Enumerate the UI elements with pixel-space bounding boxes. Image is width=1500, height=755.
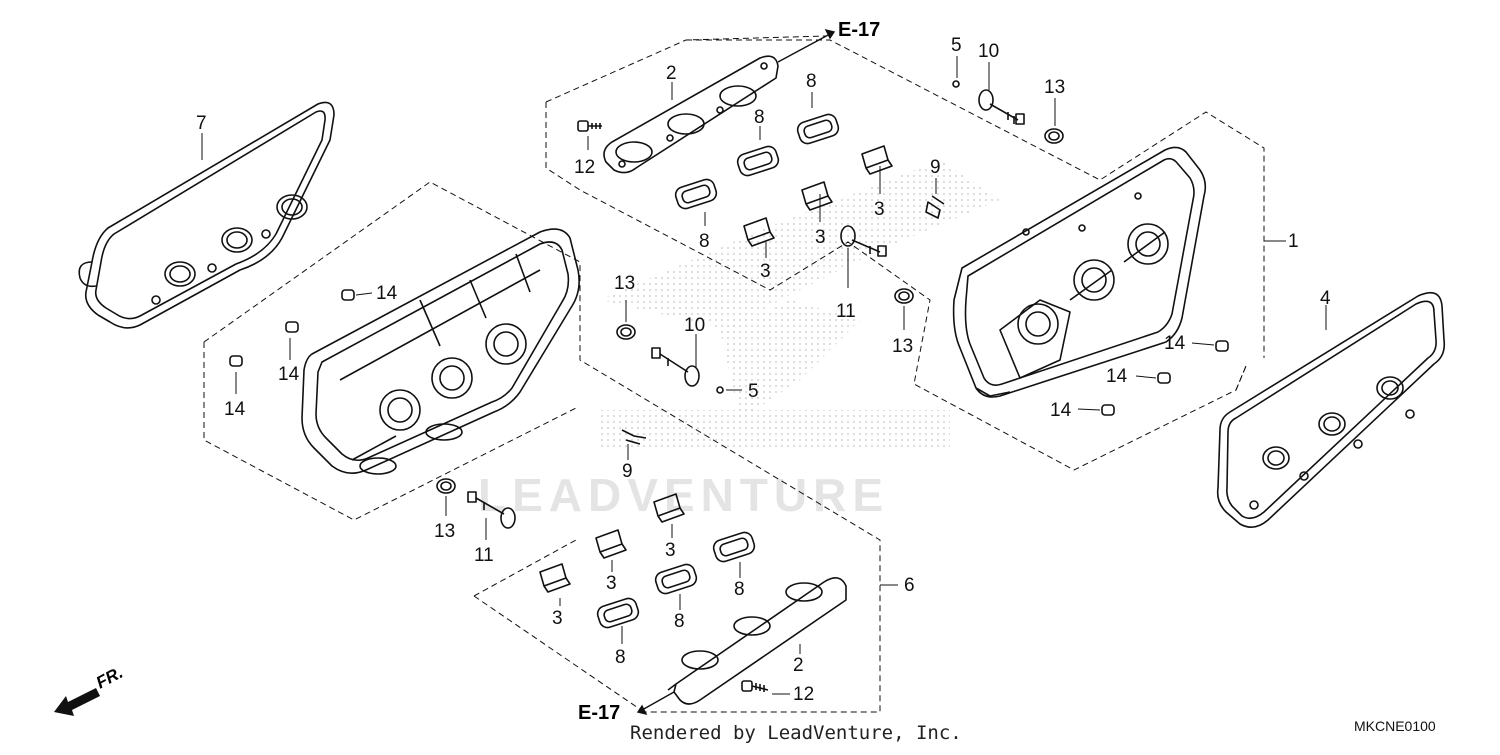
reference-arrows — [636, 28, 836, 716]
callout-11: 11 — [474, 545, 494, 566]
gasket-4 — [1216, 291, 1446, 528]
callout-1: 1 — [1288, 231, 1299, 252]
reference-e17-top: E-17 — [838, 19, 881, 41]
pin-5-left — [716, 386, 724, 394]
fuel-rail-2-top — [603, 55, 779, 174]
washer-13-group — [436, 128, 1064, 494]
callout-13: 13 — [434, 521, 456, 542]
plug-14-group — [229, 289, 1229, 416]
clip-3-group — [539, 145, 893, 593]
assembly-boundaries — [203, 35, 1265, 713]
callout-7: 7 — [196, 113, 207, 134]
callout-14: 14 — [278, 364, 300, 385]
callout-12: 12 — [793, 684, 815, 705]
callout-14: 14 — [1164, 333, 1186, 354]
callout-13: 13 — [892, 336, 914, 357]
callout-8: 8 — [734, 579, 745, 600]
render-credit: Rendered by LeadVenture, Inc. — [630, 722, 962, 744]
callout-9: 9 — [930, 157, 941, 178]
callout-8: 8 — [674, 611, 685, 632]
callout-2: 2 — [793, 655, 804, 676]
callout-3: 3 — [815, 227, 826, 248]
callout-8: 8 — [754, 107, 765, 128]
callout-5: 5 — [748, 381, 759, 402]
front-arrow-icon — [54, 688, 100, 716]
callout-3: 3 — [874, 199, 885, 220]
callout-6: 6 — [904, 575, 915, 596]
callout-13: 13 — [614, 273, 636, 294]
bolt-10-11-group — [467, 89, 1025, 529]
diagram-code: MKCNE0100 — [1354, 718, 1436, 734]
seal-8-group-bottom — [596, 531, 756, 629]
reference-e17-bottom: E-17 — [578, 702, 621, 724]
callout-8: 8 — [615, 647, 626, 668]
callout-12: 12 — [574, 157, 596, 178]
fuel-rail-2-bottom — [667, 577, 847, 705]
callout-8: 8 — [806, 71, 817, 92]
head-cover-6 — [301, 228, 580, 475]
callout-10: 10 — [684, 315, 706, 336]
seal-8-group-top — [674, 113, 840, 210]
callout-3: 3 — [606, 573, 617, 594]
callout-14: 14 — [376, 283, 398, 304]
callout-14: 14 — [1106, 366, 1128, 387]
callout-14: 14 — [1050, 400, 1072, 421]
callout-2: 2 — [666, 63, 677, 84]
callout-10: 10 — [978, 41, 1000, 62]
pin-5-top — [952, 80, 960, 88]
bolt-12-group — [577, 120, 769, 692]
head-cover-1 — [952, 146, 1207, 398]
callout-14: 14 — [224, 399, 246, 420]
callout-3: 3 — [665, 540, 676, 561]
callout-13: 13 — [1044, 77, 1066, 98]
callout-4: 4 — [1320, 288, 1331, 309]
callout-3: 3 — [760, 261, 771, 282]
callout-5: 5 — [951, 35, 962, 56]
callout-11: 11 — [836, 301, 856, 322]
callout-8: 8 — [699, 231, 710, 252]
callout-3: 3 — [552, 608, 563, 629]
gasket-7 — [78, 101, 335, 329]
leader-lines — [201, 56, 1327, 695]
stud-9-group — [621, 195, 945, 445]
callout-9: 9 — [622, 461, 633, 482]
